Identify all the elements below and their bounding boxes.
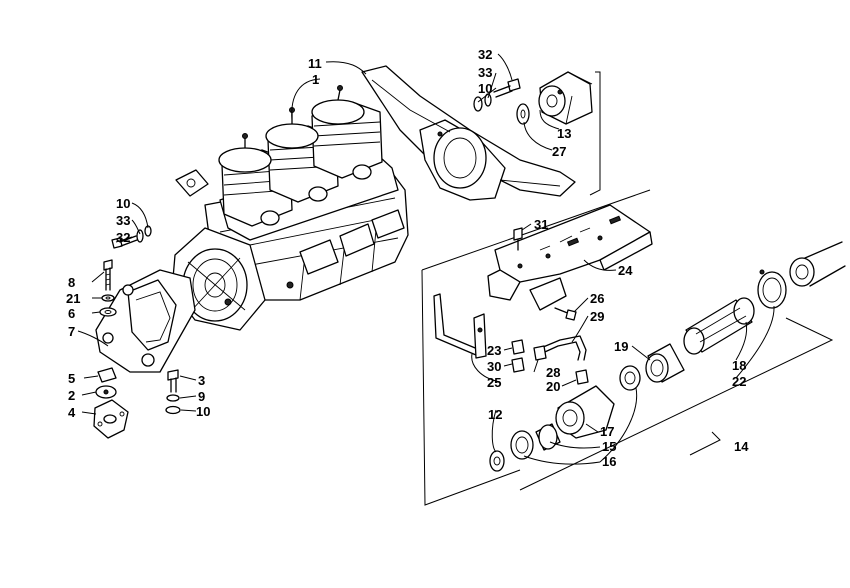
callout-1: 1: [312, 72, 319, 87]
jackshaft-assembly: [489, 241, 846, 491]
fittings: [511, 227, 589, 385]
callout-26: 26: [590, 291, 604, 306]
callout-32-left: 32: [116, 230, 130, 245]
engine-mount-plate: [95, 269, 196, 373]
callout-3: 3: [198, 373, 205, 388]
callout-23: 23: [487, 343, 501, 358]
belt-guard: [361, 65, 576, 201]
callout-5: 5: [68, 371, 75, 386]
callout-13: 13: [557, 126, 571, 141]
callout-32-top: 32: [478, 47, 492, 62]
callout-19: 19: [614, 339, 628, 354]
mount-bracket: [487, 204, 653, 311]
callout-9: 9: [198, 389, 205, 404]
callout-17: 17: [600, 424, 614, 439]
clutch-hardware: [473, 71, 601, 196]
callout-15: 15: [602, 439, 616, 454]
callout-21: 21: [66, 291, 80, 306]
callout-4: 4: [68, 405, 76, 420]
callout-33-left: 33: [116, 213, 130, 228]
callout-10-left: 10: [116, 196, 130, 211]
callout-20: 20: [546, 379, 560, 394]
callout-31: 31: [534, 217, 548, 232]
callout-24: 24: [618, 263, 633, 278]
callout-6: 6: [68, 306, 75, 321]
left-hardware: [93, 225, 181, 439]
callout-10-bottom: 10: [196, 404, 210, 419]
callout-16: 16: [602, 454, 616, 469]
callout-29: 29: [590, 309, 604, 324]
callout-labels: 11 1 32 33 10 13 27 10 33 32 8 21 6 7 5 …: [66, 47, 749, 469]
callout-25: 25: [487, 375, 501, 390]
callout-8: 8: [68, 275, 75, 290]
callout-30: 30: [487, 359, 501, 374]
callout-12: 12: [488, 407, 502, 422]
callout-14: 14: [734, 439, 749, 454]
callout-28: 28: [546, 365, 560, 380]
l-bracket: [433, 293, 487, 359]
callout-10-top: 10: [478, 81, 492, 96]
leader-lines: [77, 53, 775, 465]
callout-7: 7: [68, 324, 75, 339]
callout-22: 22: [732, 374, 746, 389]
callout-18: 18: [732, 358, 746, 373]
engine-block: [171, 85, 409, 331]
callout-33-top: 33: [478, 65, 492, 80]
callout-2: 2: [68, 388, 75, 403]
callout-27: 27: [552, 144, 566, 159]
callout-11: 11: [308, 56, 322, 71]
jackshaft-frame: [421, 189, 651, 506]
